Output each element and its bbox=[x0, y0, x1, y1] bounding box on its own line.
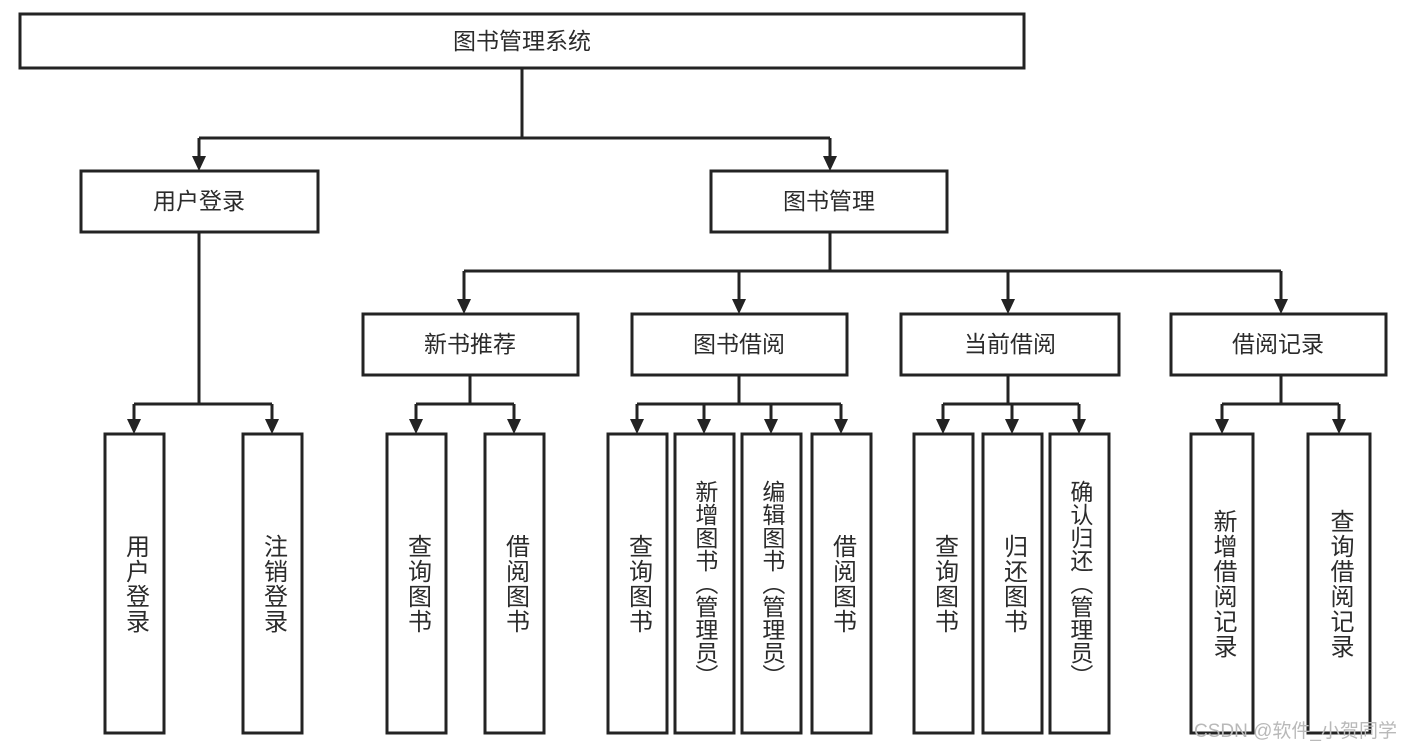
arrow-borrow-to-leaf2 bbox=[697, 419, 711, 434]
arrow-borrow-to-leaf3 bbox=[764, 419, 778, 434]
node-new-book-recommend-label: 新书推荐 bbox=[424, 331, 516, 357]
node-leaf-query-book-2-box[interactable] bbox=[606, 432, 669, 735]
arrow-newbook-to-leaf1 bbox=[409, 419, 423, 434]
node-leaf-logout-box[interactable] bbox=[241, 432, 304, 735]
node-leaf-user-login-box[interactable] bbox=[103, 432, 166, 735]
node-root-label: 图书管理系统 bbox=[453, 28, 591, 54]
node-root-box[interactable] bbox=[18, 12, 1026, 70]
node-leaf-edit-book-box[interactable] bbox=[740, 432, 803, 735]
node-new-book-recommend[interactable]: 新书推荐 bbox=[361, 312, 580, 377]
edge-group-user-login bbox=[127, 232, 279, 434]
arrow-bookmgmt-to-records bbox=[1274, 299, 1288, 314]
node-leaf-return-book-box[interactable] bbox=[981, 432, 1044, 735]
node-current-borrow[interactable]: 当前借阅 bbox=[899, 312, 1121, 377]
node-leaf-query-book-1-box[interactable] bbox=[385, 432, 448, 735]
arrow-userlogin-to-leaf1 bbox=[127, 419, 141, 434]
edge-group-book-mgmt bbox=[457, 232, 1288, 314]
node-user-login-box[interactable] bbox=[79, 169, 320, 234]
arrow-borrow-to-leaf4 bbox=[834, 419, 848, 434]
arrow-newbook-to-leaf2 bbox=[507, 419, 521, 434]
arrow-current-to-leaf1 bbox=[936, 419, 950, 434]
edge-group-current bbox=[936, 375, 1086, 434]
node-book-borrow[interactable]: 图书借阅 bbox=[630, 312, 849, 377]
node-current-borrow-box[interactable] bbox=[899, 312, 1121, 377]
arrow-bookmgmt-to-current bbox=[1001, 299, 1015, 314]
arrow-records-to-leaf2 bbox=[1332, 419, 1346, 434]
arrow-current-to-leaf2 bbox=[1005, 419, 1019, 434]
arrow-root-to-user-login bbox=[192, 156, 206, 171]
node-new-book-recommend-box[interactable] bbox=[361, 312, 580, 377]
node-borrow-records-label: 借阅记录 bbox=[1232, 331, 1324, 357]
node-root[interactable]: 图书管理系统 bbox=[18, 12, 1026, 70]
node-borrow-records[interactable]: 借阅记录 bbox=[1169, 312, 1388, 377]
node-book-borrow-box[interactable] bbox=[630, 312, 849, 377]
arrow-records-to-leaf1 bbox=[1215, 419, 1229, 434]
node-book-management-label: 图书管理 bbox=[783, 188, 875, 214]
node-leaf-query-book-3-box[interactable] bbox=[912, 432, 975, 735]
arrow-bookmgmt-to-borrow bbox=[732, 299, 746, 314]
arrow-bookmgmt-to-newbook bbox=[457, 299, 471, 314]
node-leaf-add-book-box[interactable] bbox=[673, 432, 736, 735]
node-book-borrow-label: 图书借阅 bbox=[693, 331, 785, 357]
arrow-userlogin-to-leaf2 bbox=[265, 419, 279, 434]
node-borrow-records-box[interactable] bbox=[1169, 312, 1388, 377]
node-leaf-confirm-return-box[interactable] bbox=[1048, 432, 1111, 735]
edge-group-root bbox=[192, 68, 837, 171]
edge-group-new-book bbox=[409, 375, 521, 434]
node-leaf-add-record-box[interactable] bbox=[1189, 432, 1255, 735]
node-user-login[interactable]: 用户登录 bbox=[79, 169, 320, 234]
edge-group-records bbox=[1215, 375, 1346, 434]
csdn-watermark: CSDN @软件_小贺同学 bbox=[1194, 721, 1397, 742]
edge-group-borrow bbox=[630, 375, 848, 434]
node-leaf-query-record-box[interactable] bbox=[1306, 432, 1372, 735]
node-current-borrow-label: 当前借阅 bbox=[964, 331, 1056, 357]
arrow-borrow-to-leaf1 bbox=[630, 419, 644, 434]
arrow-current-to-leaf3 bbox=[1072, 419, 1086, 434]
node-leaf-borrow-book-2-box[interactable] bbox=[810, 432, 873, 735]
leaf-boxes bbox=[103, 432, 1372, 735]
arrow-root-to-book-mgmt bbox=[823, 156, 837, 171]
node-book-management[interactable]: 图书管理 bbox=[709, 169, 949, 234]
node-user-login-label: 用户登录 bbox=[153, 188, 245, 214]
node-leaf-borrow-book-1-box[interactable] bbox=[483, 432, 546, 735]
node-book-management-box[interactable] bbox=[709, 169, 949, 234]
